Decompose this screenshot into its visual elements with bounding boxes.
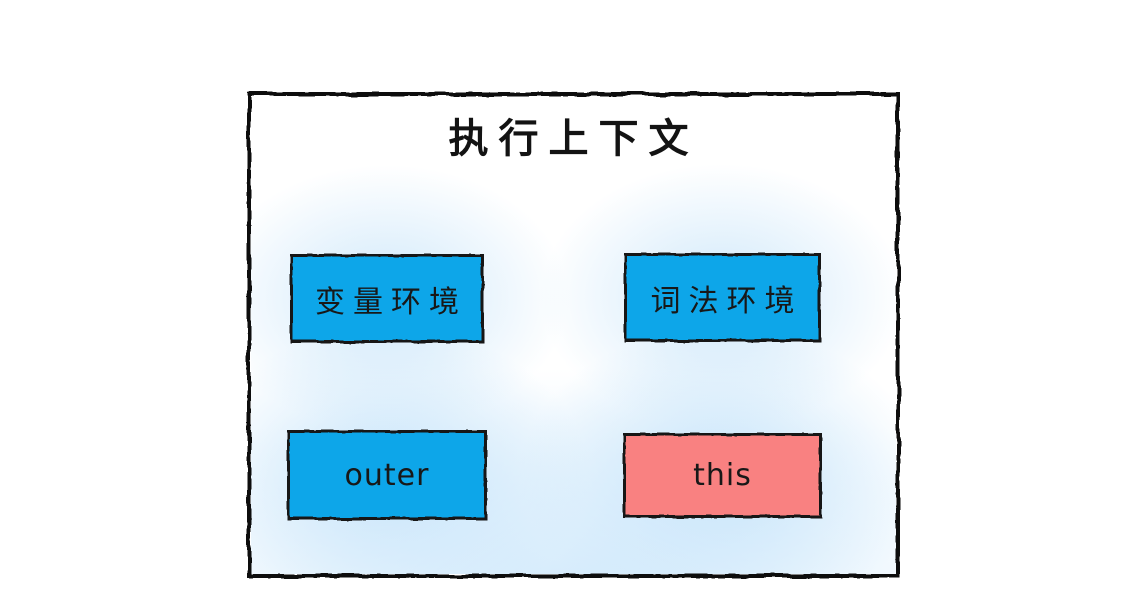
box-label-outer: outer bbox=[344, 457, 430, 493]
box-fill-variable-environment bbox=[290, 254, 484, 343]
box-fill-this bbox=[623, 433, 822, 518]
box-label-lexical-environment: 词法环境 bbox=[650, 283, 803, 319]
box-lexical-environment: 词法环境 bbox=[624, 253, 821, 342]
box-fill-lexical-environment bbox=[624, 253, 821, 342]
diagram-title: 执行上下文 bbox=[448, 116, 699, 162]
box-variable-environment: 变量环境 bbox=[290, 254, 484, 343]
box-label-this: this bbox=[693, 458, 752, 493]
box-fill-outer bbox=[287, 430, 487, 520]
box-outer: outer bbox=[287, 430, 487, 520]
box-label-variable-environment: 变量环境 bbox=[315, 284, 467, 320]
execution-context-frame: 执行上下文 变量环境 词法环境 outer this bbox=[247, 92, 900, 578]
box-this: this bbox=[623, 433, 822, 518]
